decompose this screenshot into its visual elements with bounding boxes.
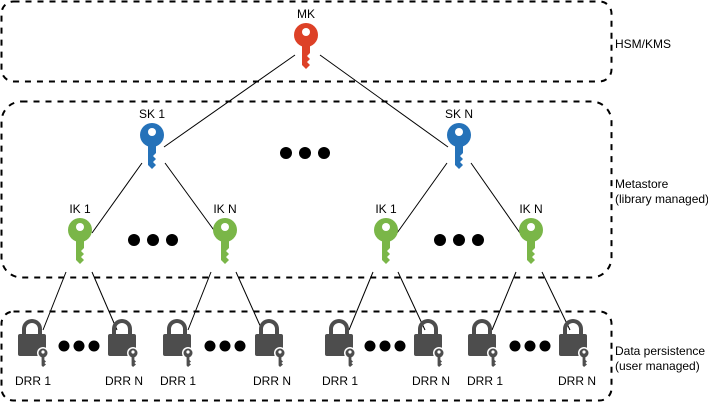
intermediate-key-icon-1 (68, 218, 92, 264)
data-record-lock-icon-5 (325, 319, 356, 367)
system-key-label-n: SK N (445, 107, 473, 121)
intermediate-key-label-1: IK 1 (69, 202, 91, 216)
edge-ik1-drr1 (42, 271, 67, 331)
ellipsis-icon (434, 234, 484, 246)
edge-sk1-ik1 (91, 162, 143, 234)
data-record-label-7: DRR 1 (467, 374, 503, 388)
tier-box-hsm (0, 0, 613, 83)
edge-mk-sk1 (163, 54, 296, 148)
edge-ikn-drr1 (187, 271, 212, 331)
intermediate-key-label-3: IK 1 (375, 202, 397, 216)
edge-iknb-drr1 (491, 271, 517, 331)
tier-label-hsm: HSM/KMS (615, 37, 671, 51)
ellipsis-icon (364, 340, 406, 352)
tier-label-persistence: Data persistence (615, 344, 705, 358)
tier-label-persistence-sub: (user managed) (615, 359, 700, 373)
ellipsis-icon (280, 147, 330, 159)
data-record-lock-icon-8 (559, 319, 590, 367)
edge-skn-ik1 (396, 162, 448, 234)
intermediate-key-label-4: IK N (519, 202, 542, 216)
master-key-label: MK (297, 7, 315, 21)
ellipsis-icon (204, 340, 246, 352)
edge-iknb-drrn (541, 271, 571, 331)
intermediate-key-icon-4 (519, 218, 543, 264)
system-key-icon-1 (140, 123, 164, 169)
data-record-label-8: DRR N (558, 374, 596, 388)
tier-box-persistence (0, 310, 613, 402)
connectors (42, 54, 571, 331)
ellipsis-icon (509, 340, 551, 352)
data-record-label-5: DRR 1 (322, 374, 358, 388)
edge-skn-ikn (470, 162, 521, 234)
intermediate-key-label-2: IK N (213, 202, 236, 216)
data-record-label-4: DRR N (253, 374, 291, 388)
master-key-icon (294, 23, 318, 69)
system-key-label-1: SK 1 (139, 107, 165, 121)
data-record-lock-icon-6 (414, 319, 445, 367)
intermediate-key-icon-3 (374, 218, 398, 264)
edge-mk-skn (319, 54, 449, 148)
data-record-label-6: DRR N (412, 374, 450, 388)
edge-ik1b-drr1 (348, 271, 374, 331)
edge-ik1b-drrn (397, 271, 426, 331)
ellipsis-icon (128, 234, 178, 246)
tier-box-metastore (0, 100, 613, 279)
tier-label-metastore: Metastore (615, 177, 669, 191)
edge-ik1-drrn (91, 271, 118, 331)
edge-sk1-ikn (164, 162, 217, 234)
data-record-label-2: DRR N (105, 374, 143, 388)
intermediate-key-icon-2 (213, 218, 237, 264)
tier-label-metastore-sub: (library managed) (615, 192, 708, 206)
data-record-lock-icon-7 (468, 319, 499, 367)
edge-ikn-drrn (235, 271, 263, 331)
system-key-icon-n (447, 123, 471, 169)
ellipsis-icon (58, 340, 100, 352)
data-record-lock-icon-4 (255, 319, 286, 367)
data-record-label-1: DRR 1 (15, 374, 51, 388)
data-record-lock-icon-2 (108, 319, 139, 367)
data-record-label-3: DRR 1 (160, 374, 196, 388)
